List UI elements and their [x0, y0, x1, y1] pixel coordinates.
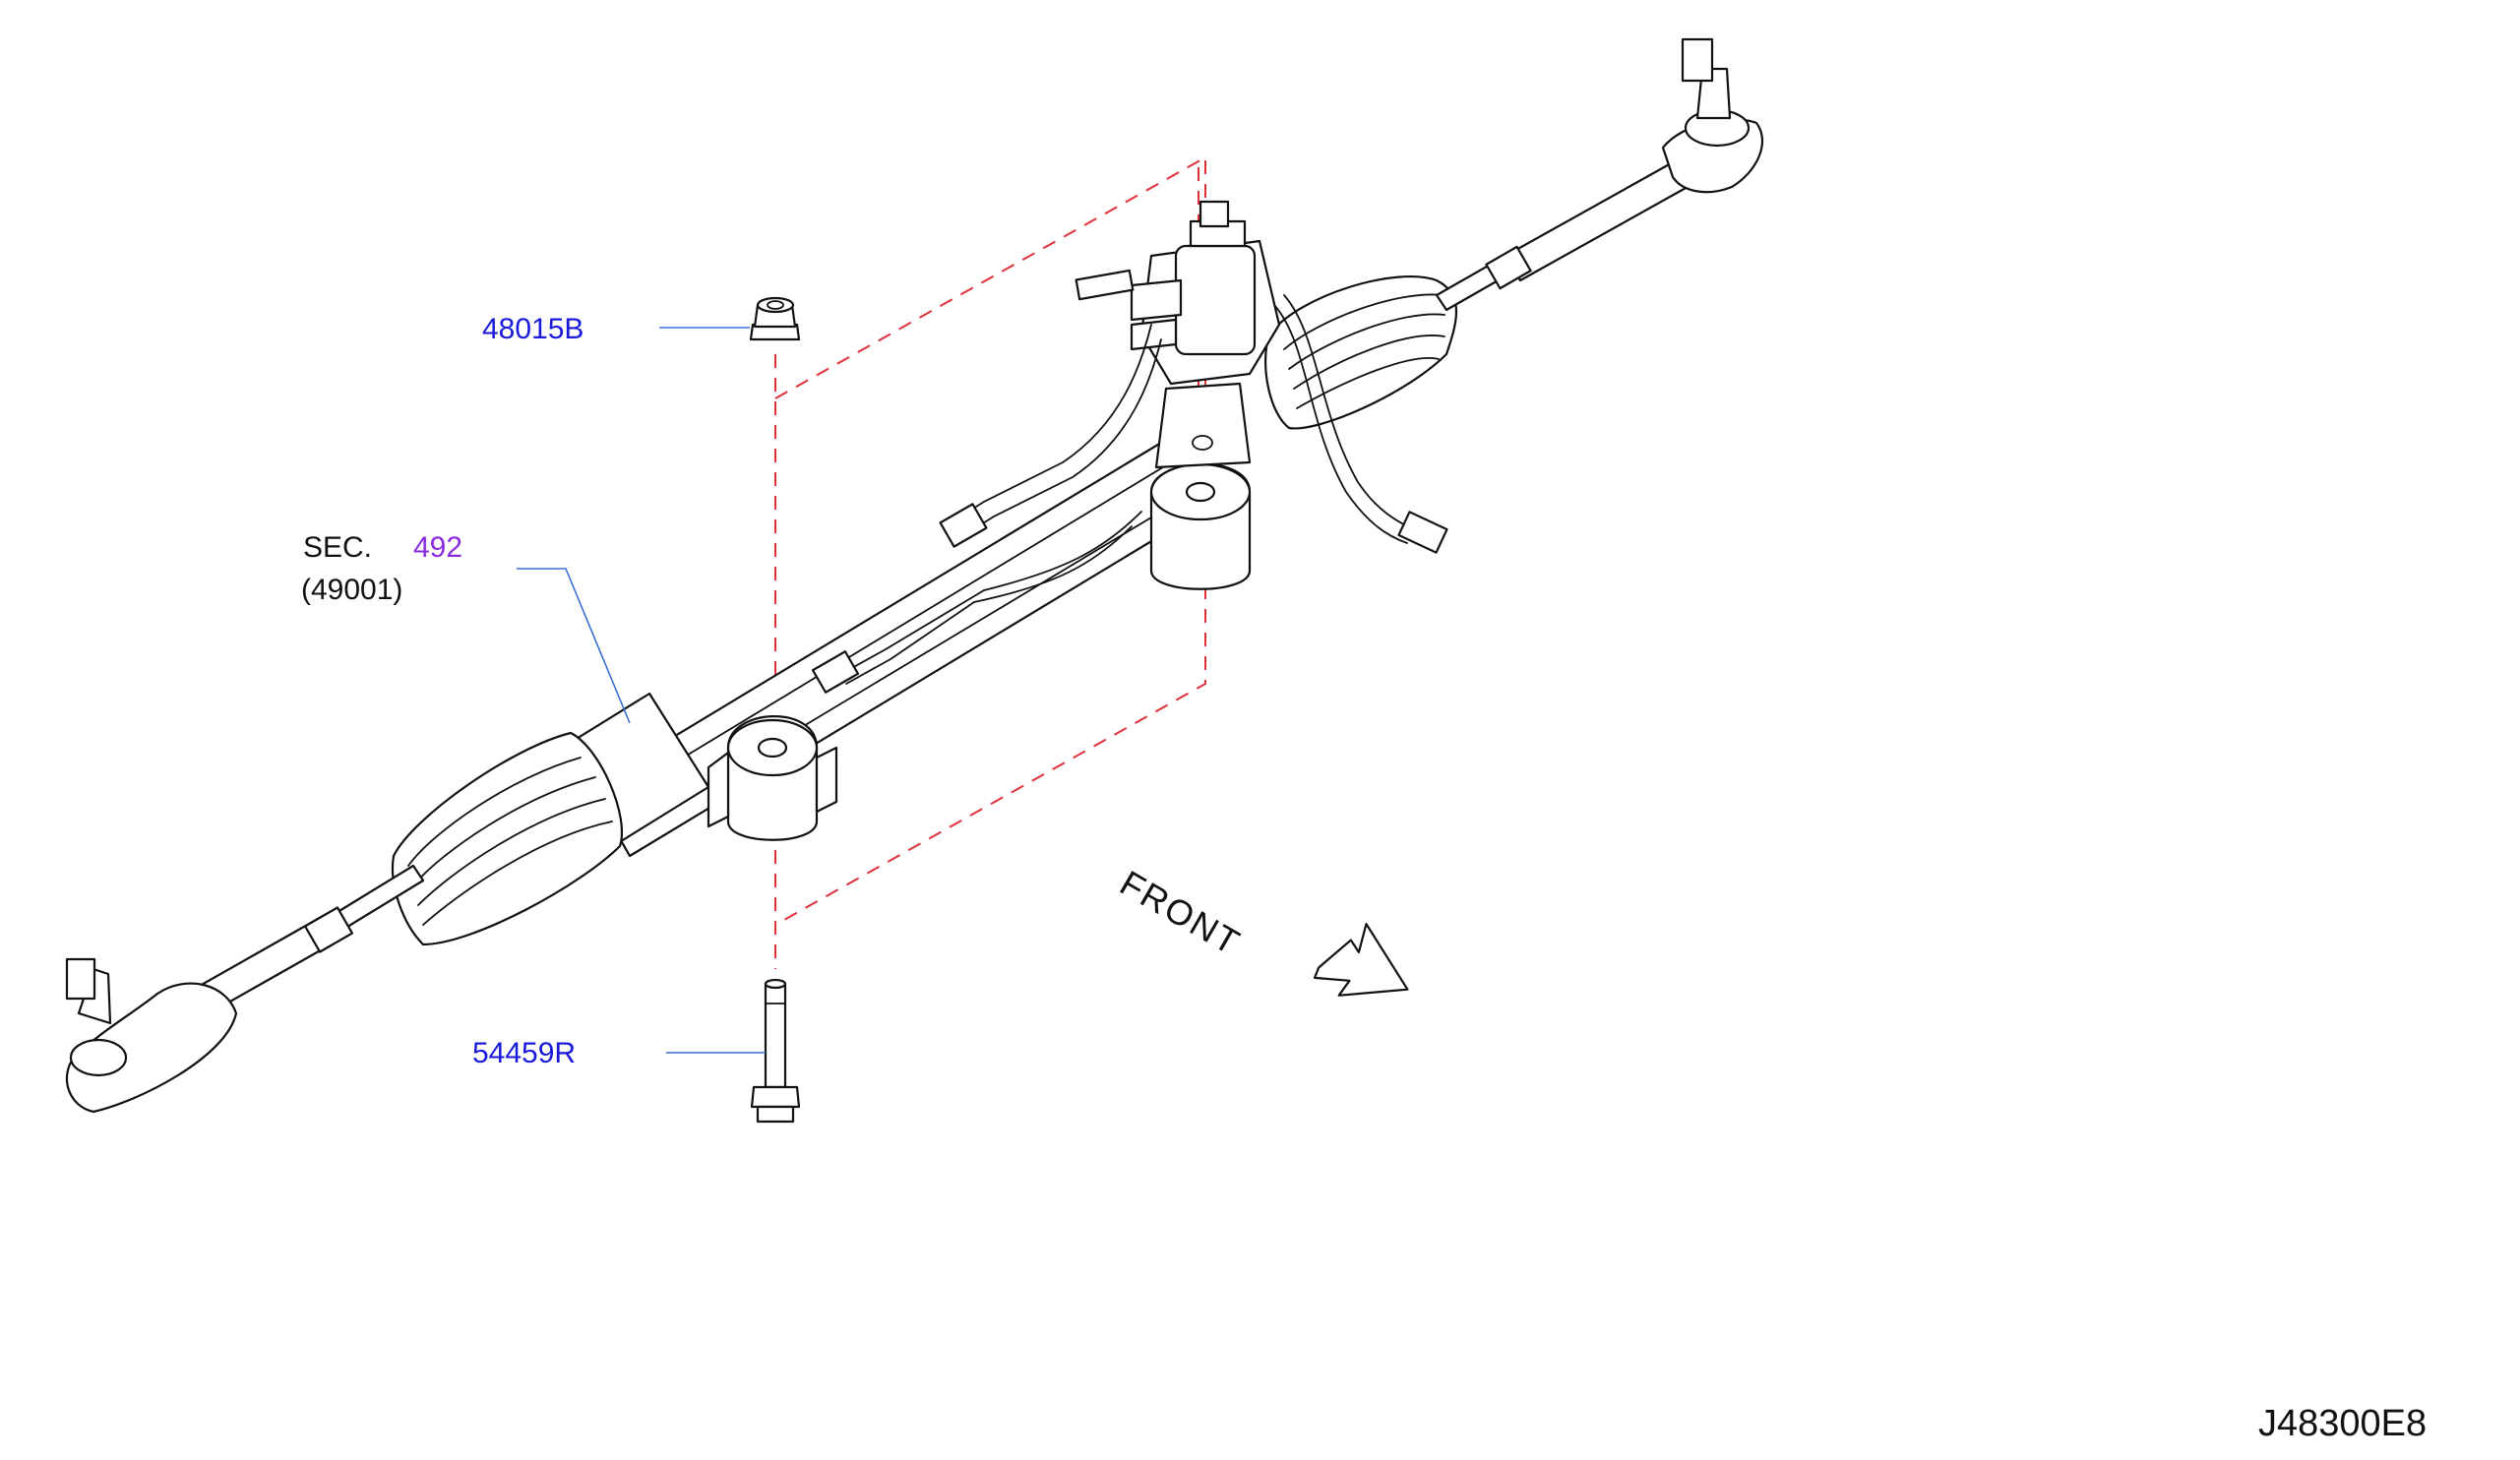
section-prefix: SEC. — [303, 531, 373, 564]
section-link-492[interactable]: 492 — [413, 531, 463, 564]
right-tie-rod — [1435, 37, 1764, 312]
steering-rack-housing — [537, 441, 1202, 858]
flange-nut — [749, 296, 801, 341]
callout-54459r[interactable]: 54459R — [472, 1037, 577, 1069]
left-bellows-boot — [392, 731, 623, 946]
callout-48015b[interactable]: 48015B — [482, 313, 584, 345]
callout-leaders — [517, 327, 766, 1054]
front-direction-arrow — [1313, 923, 1409, 997]
drawing-id: J48300E8 — [2258, 1403, 2428, 1444]
mounting-bolt — [750, 978, 801, 1124]
hydraulic-lines — [811, 294, 1448, 694]
section-sub-ref: (49001) — [301, 574, 403, 606]
left-mount-bushing — [707, 715, 838, 841]
left-tie-rod — [65, 864, 425, 1114]
right-bellows-boot — [1263, 275, 1458, 430]
gear-valve-housing — [1075, 200, 1281, 590]
